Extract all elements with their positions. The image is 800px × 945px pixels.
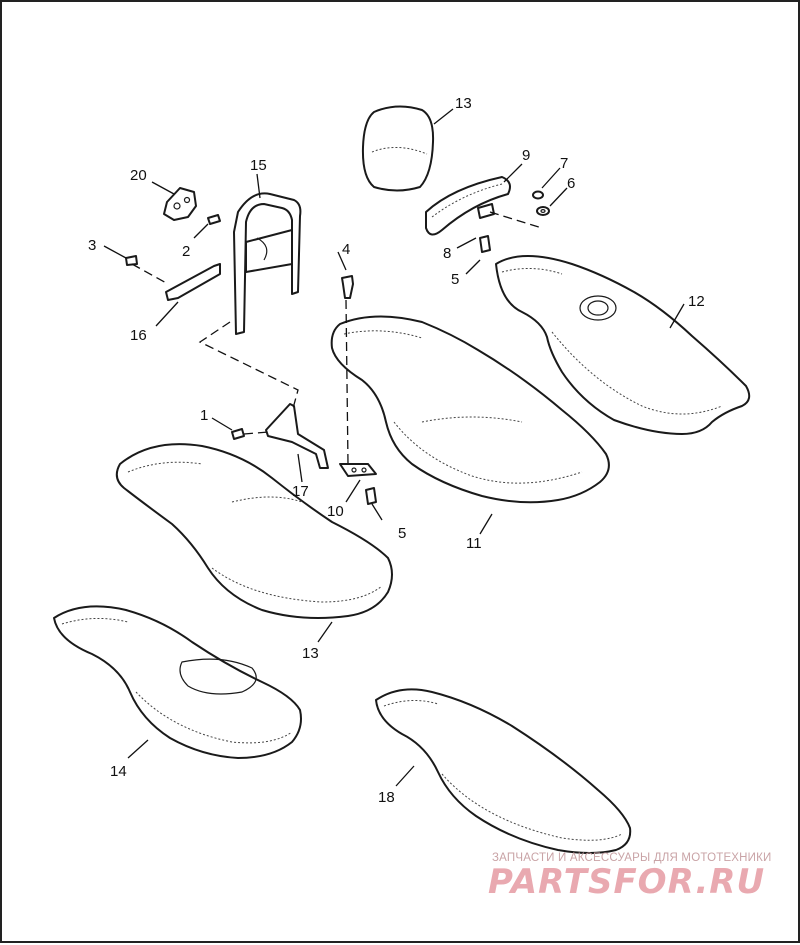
callout-9: 9	[522, 147, 530, 164]
part-10-clip	[339, 463, 377, 477]
part-3-screw	[125, 255, 138, 266]
callout-5-lower: 5	[398, 525, 406, 542]
part-7-nut	[532, 190, 544, 200]
part-13-seat	[115, 443, 393, 619]
part-14-backrest-pad	[361, 105, 435, 192]
callout-15: 14	[110, 763, 127, 780]
alignment-line-16-18	[198, 321, 299, 413]
callout-1: 1	[200, 407, 208, 424]
callout-8: 8	[443, 245, 451, 262]
part-4-screw	[341, 275, 354, 299]
callout-6: 6	[567, 175, 575, 192]
alignment-line-1-18	[243, 431, 269, 435]
callout-13: 13	[302, 645, 319, 662]
part-16-upright	[233, 192, 302, 335]
callout-11: 11	[466, 535, 482, 552]
callout-7: 7	[560, 155, 568, 172]
callout-3: 3	[88, 237, 96, 254]
callout-5-upper: 5	[451, 271, 459, 288]
callout-2: 2	[182, 243, 190, 260]
part-17-side-plate	[165, 263, 221, 301]
callout-4: 4	[342, 241, 350, 258]
callout-14: 13	[455, 95, 472, 112]
part-5-screw-upper	[479, 235, 491, 253]
part-6-washer	[536, 206, 550, 216]
callout-18: 17	[292, 483, 309, 500]
part-2-screw	[207, 214, 221, 225]
watermark-logo: PARTSFOR.RU	[488, 862, 766, 902]
part-12-seat	[495, 255, 751, 435]
part-11-seat	[330, 315, 610, 504]
callout-20: 20	[130, 167, 147, 184]
alignment-line-3-17	[131, 263, 169, 285]
watermark-tagline: ЗАПЧАСТИ И АКСЕССУАРЫ ДЛЯ МОТОТЕХНИКИ	[492, 852, 772, 864]
callout-19: 18	[378, 789, 395, 806]
callout-10: 10	[327, 503, 344, 520]
part-19-seat	[375, 688, 632, 854]
callout-16: 15	[250, 157, 267, 174]
part-8-bracket	[477, 203, 495, 219]
part-5-screw-lower	[365, 487, 377, 505]
part-20-plate	[163, 187, 197, 221]
part-9-strap	[425, 176, 511, 236]
callout-12: 12	[688, 293, 705, 310]
callout-17: 16	[130, 327, 147, 344]
part-18-bracket	[265, 403, 329, 469]
alignment-line-9-12	[489, 211, 543, 229]
part-1-screw	[231, 428, 245, 440]
leader-lines	[103, 108, 685, 787]
part-15-seat	[53, 605, 302, 759]
